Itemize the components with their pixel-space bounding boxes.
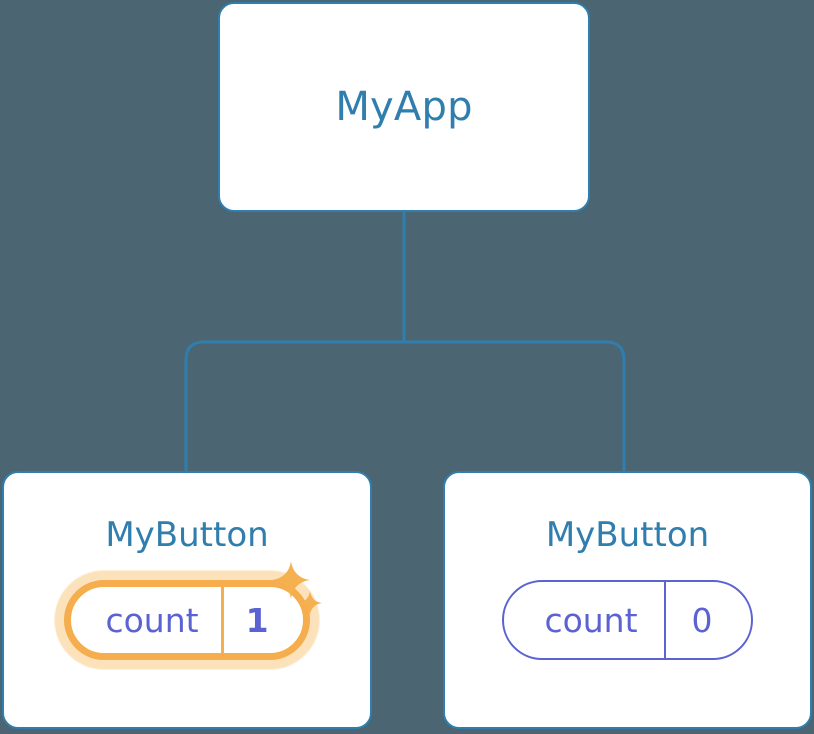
- state-key-label: count: [105, 600, 199, 640]
- state-value-label: 0: [663, 582, 751, 658]
- connector-branch-left: [184, 340, 404, 471]
- state-pill-plain[interactable]: count 0: [502, 580, 753, 660]
- component-node-child-left[interactable]: MyButton count 1: [2, 471, 372, 729]
- state-pill-wrapper-right: count 0: [502, 580, 753, 660]
- child-component-label: MyButton: [545, 515, 710, 555]
- state-pill-wrapper-left: count 1: [64, 580, 310, 660]
- state-key-label: count: [544, 600, 638, 640]
- root-component-label: MyApp: [335, 84, 473, 130]
- component-node-root[interactable]: MyApp: [218, 2, 590, 212]
- child-component-label: MyButton: [105, 515, 269, 555]
- connector-branch-right: [404, 340, 626, 471]
- component-node-child-right[interactable]: MyButton count 0: [443, 471, 812, 729]
- state-pill-highlighted[interactable]: count 1: [64, 580, 310, 660]
- state-value-label: 1: [220, 587, 303, 653]
